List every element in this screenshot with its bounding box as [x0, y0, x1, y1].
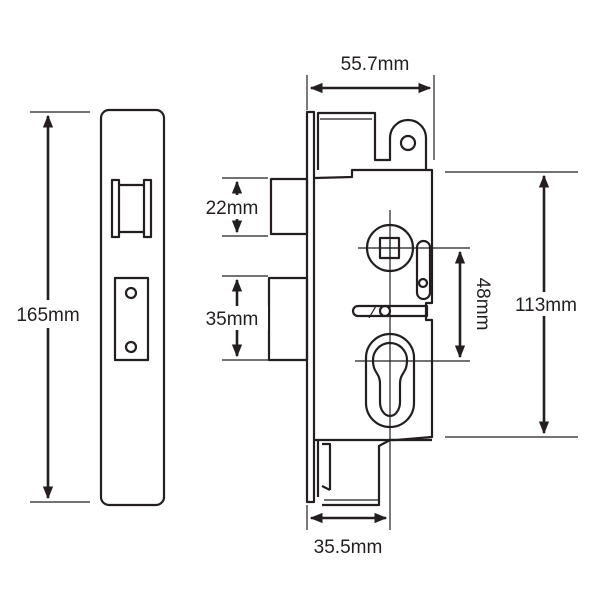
label-55-7mm: 55.7mm	[341, 54, 410, 75]
latch-bolt	[269, 177, 309, 236]
label-165mm: 165mm	[16, 305, 79, 326]
dimension-113mm: 113mm	[445, 171, 586, 438]
cylinder-cutout	[364, 332, 416, 429]
label-48mm: 48mm	[472, 278, 493, 331]
dimension-48mm: 48mm	[454, 250, 493, 359]
dead-bolt	[267, 276, 309, 362]
slot	[415, 239, 432, 301]
strike-plate	[99, 108, 166, 507]
fixing-hole	[399, 134, 417, 152]
label-22mm: 22mm	[206, 198, 259, 219]
label-35-5mm: 35.5mm	[314, 537, 383, 558]
lock-body	[267, 110, 470, 530]
dimension-35mm: 35mm	[196, 275, 268, 361]
dimension-165mm: 165mm	[0, 111, 96, 503]
dimension-55-7mm: 55.7mm	[306, 54, 435, 160]
label-35mm: 35mm	[206, 309, 259, 330]
label-113mm: 113mm	[515, 295, 577, 316]
dimension-22mm: 22mm	[196, 177, 268, 237]
dimension-35-5mm: 35.5mm	[306, 505, 388, 558]
